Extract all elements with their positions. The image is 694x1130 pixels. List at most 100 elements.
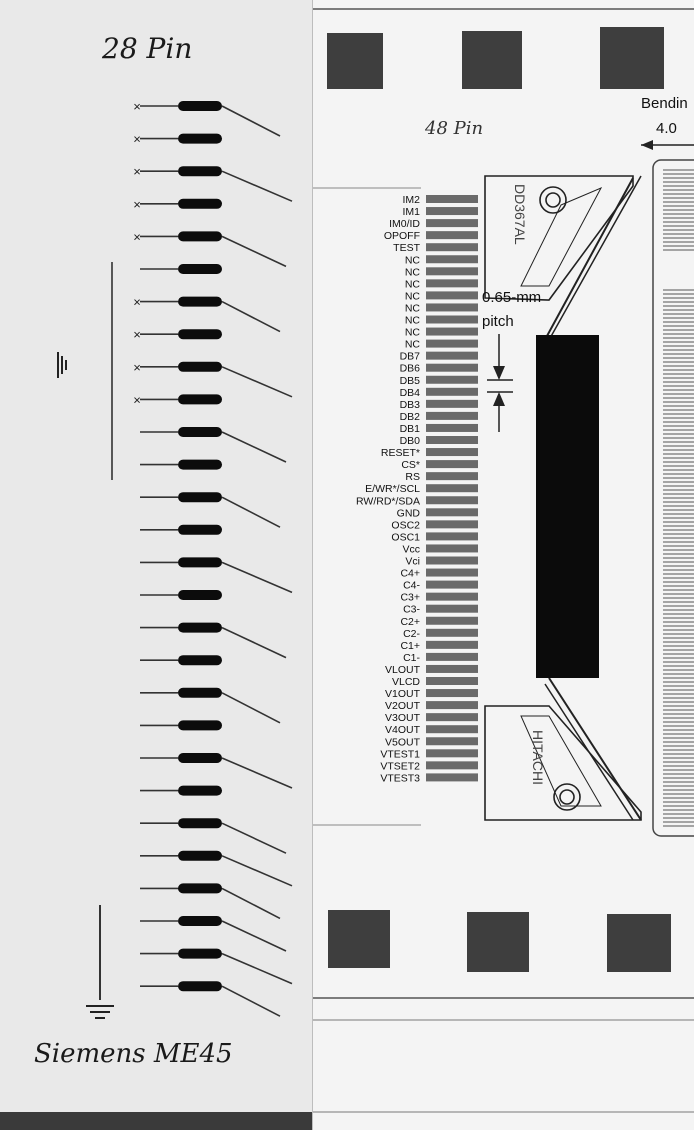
pin-label: OSC1 [391, 531, 420, 543]
pin-labels: IM2IM1IM0/IDOPOFFTESTNCNCNCNCNCNCNCNCDB7… [356, 194, 421, 784]
connector-pad [178, 524, 222, 535]
pin-label: CS* [401, 459, 420, 471]
wire [221, 561, 293, 594]
pitch-dimension [487, 334, 513, 432]
pin-pad [426, 773, 478, 782]
bending-dimension: 4.0 [656, 120, 677, 137]
wire [221, 920, 287, 952]
pin-label: NC [405, 327, 421, 339]
pin-pad [426, 496, 478, 505]
no-connect-mark: × [133, 295, 141, 310]
pin-pad [426, 616, 478, 625]
wire [221, 626, 287, 659]
pin-pad [426, 472, 478, 481]
pin-label: E/WR*/SCL [365, 483, 420, 495]
pin-pad [426, 375, 478, 384]
pin-pad [426, 231, 478, 240]
pin-label: V3OUT [385, 712, 421, 724]
pin-label: VLOUT [385, 664, 421, 676]
connector-pad [178, 687, 222, 698]
pin-pad [426, 604, 478, 613]
wire [221, 887, 281, 920]
connector-pad [178, 818, 222, 829]
no-connect-mark: × [133, 99, 141, 114]
pin-pad [426, 544, 478, 553]
connector-pad [178, 329, 222, 340]
pin-label: C1- [403, 652, 420, 664]
left-paper-sheet: ××××××××× 28 Pin Siemens ME45 [0, 0, 330, 1112]
connector-pad [178, 427, 222, 437]
pin-pad [426, 423, 478, 432]
wire [221, 105, 281, 137]
pin-label: DB7 [400, 351, 421, 363]
pin-pad [426, 411, 478, 420]
pin-label: DB1 [400, 423, 421, 435]
pin-label: OSC2 [391, 519, 420, 531]
connector-pad [178, 198, 222, 209]
arrow-icon [641, 140, 653, 150]
pin-label: NC [405, 266, 421, 278]
pin-pad [426, 628, 478, 637]
pin-label: C3+ [400, 592, 420, 604]
connector-pad [178, 557, 222, 568]
pin-label: NC [405, 278, 421, 290]
pin-pad [426, 195, 478, 203]
pad-stripes [426, 195, 478, 782]
pin-pad [426, 749, 478, 758]
pin-pad [426, 460, 478, 469]
pin-pad [426, 339, 478, 348]
pin-pad [426, 532, 478, 541]
pin-pad [426, 568, 478, 577]
left-sheet-title: 28 Pin [101, 32, 192, 65]
wire [221, 855, 293, 887]
pin-label: DB5 [400, 375, 421, 387]
pin-pad [426, 243, 478, 252]
connector-pad [178, 166, 222, 177]
pin-pad [426, 761, 478, 770]
no-connect-mark: × [133, 360, 141, 375]
pin-pad [426, 677, 478, 685]
pin-label: OPOFF [384, 230, 420, 242]
left-sheet-footer: Siemens ME45 [34, 1039, 233, 1069]
wire [221, 431, 287, 463]
pin-label: Vcc [402, 543, 420, 555]
pin-label: VTSET2 [380, 760, 420, 772]
wire [221, 496, 281, 528]
pin-label: NC [405, 315, 421, 327]
pin-pad [426, 399, 478, 408]
pin-label: C3- [403, 604, 420, 616]
pin-pad [426, 508, 478, 517]
driver-chip [536, 335, 599, 678]
pin-pad [426, 351, 478, 360]
pin-label: Vci [405, 556, 420, 568]
arrow-up-icon [493, 392, 505, 406]
pin-pad [426, 592, 478, 601]
pin-label: NC [405, 339, 421, 351]
connector-pad [178, 981, 222, 992]
connector-pad [178, 459, 222, 470]
connector-pad [178, 492, 222, 503]
sprocket-holes [327, 27, 671, 972]
pin-label: IM1 [402, 206, 420, 218]
pin-pad [426, 291, 478, 300]
pin-label: NC [405, 254, 421, 266]
pin-label: V2OUT [385, 700, 421, 712]
bending-area [652, 159, 694, 837]
pin-label: C1+ [400, 640, 420, 652]
pin-label: DB4 [400, 387, 421, 399]
pin-label: VTEST1 [380, 748, 420, 760]
pin-label: V4OUT [385, 724, 421, 736]
pin-pad [426, 484, 478, 493]
pin-pad [426, 219, 478, 228]
pin-pad [426, 652, 478, 661]
lower-alignment-mark [484, 677, 642, 821]
connector-28-pads: ××××××××× [133, 99, 222, 992]
arrow-down-icon [493, 366, 505, 380]
pin-label: DB3 [400, 399, 421, 411]
connector-pad [178, 296, 222, 307]
connector-pad [178, 850, 222, 861]
connector-pad [178, 590, 222, 600]
no-connect-mark: × [133, 164, 141, 179]
pin-pad [426, 640, 478, 649]
